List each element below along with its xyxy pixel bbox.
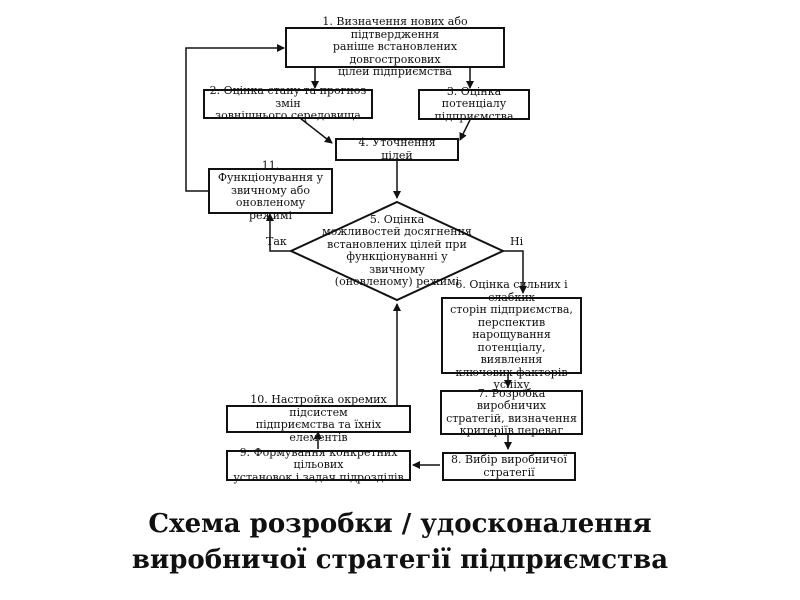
step-5-line: функціонуванні у звичному (346, 250, 448, 276)
step-7-line: стратегій, визначення (446, 411, 577, 425)
step-6-line: 6. Оцінка сильних і слабких (455, 278, 568, 304)
step-7-line: 7. Розробка виробничих (476, 386, 547, 412)
step-2-line: 2. Оцінка стану та прогноз змін (209, 84, 367, 110)
step-6-line: перспектив нарощування (472, 315, 551, 342)
step-5-line: 5. Оцінка (369, 212, 425, 226)
step-4-line: 4. Уточнення цілей (358, 136, 436, 162)
step-10-line: підприємства та їхніх елементів (255, 418, 382, 444)
step-3-line: 3. Оцінка потенціалу (441, 84, 507, 111)
step-5-line: (оновленому) режимі (334, 275, 460, 288)
step-5-line: можливостей досягнення (322, 225, 472, 238)
branch-yes-label: Так (266, 235, 287, 248)
decision-diamond (288, 200, 506, 302)
step-11-line: оновленому режимі (235, 196, 306, 222)
step-11-line: звичному або (230, 183, 311, 197)
step-10-line: 10. Настройка окремих підсистем (250, 393, 387, 419)
step-8-line: стратегії (483, 465, 535, 479)
step-6-line: ключових факторів успіху (455, 365, 568, 392)
caption-line-2: виробничої стратегії підприємства (131, 545, 669, 575)
arrow-3-to-4 (459, 119, 471, 141)
step-6-line: потенціалу, виявлення (477, 340, 546, 367)
step-8-line: 8. Вибір виробничої (451, 453, 567, 466)
arrow-5-to-11 (266, 213, 291, 252)
branch-no-label: Ні (510, 235, 524, 248)
step-4-box: 4. Уточнення цілей (335, 136, 459, 162)
step-9-line: 9. Формування конкретних цільових (239, 445, 398, 472)
caption-line-1: Схема розробки / удосконалення (148, 509, 652, 539)
step-6-line: сторін підприємства, (450, 303, 573, 317)
step-9-line: установок і задач підрозділів (233, 470, 404, 484)
step-2-line: зовнішнього середовища (215, 109, 361, 123)
arrow-2-to-4 (299, 117, 333, 144)
step-3-line: підприємства (434, 109, 514, 123)
step-11-line: 11. Функціонування у (217, 158, 324, 185)
step-5-line: встановлених цілей при (327, 237, 467, 251)
step-7-line: критеріїв переваг (459, 424, 564, 437)
step-1-line: цілей підприємства (338, 65, 452, 79)
step-1-line: раніше встановлених довгострокових (332, 40, 458, 66)
arrow-5-to-6 (503, 250, 527, 294)
step-1-line: 1. Визначення нових або підтвердження (322, 15, 468, 41)
step-5-text: 5. Оцінка можливостей досягнення встанов… (317, 212, 477, 290)
arrow-11-to-1 (185, 44, 285, 192)
